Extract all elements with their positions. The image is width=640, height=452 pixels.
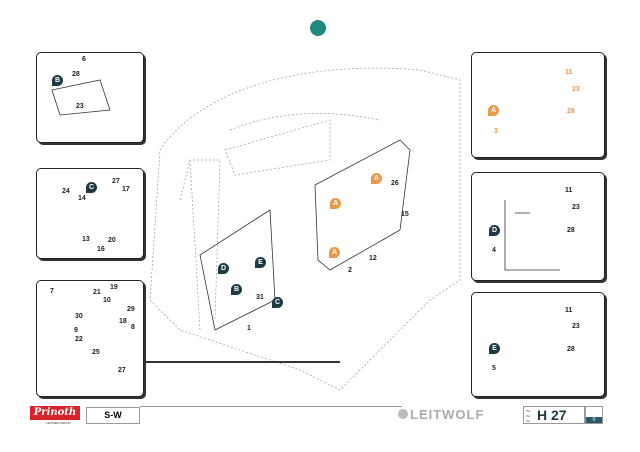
part-label: 21 (93, 289, 101, 296)
part-label: 11 (565, 187, 573, 194)
detail-panel-battery (36, 280, 144, 397)
part-label: 2 (348, 267, 352, 274)
callout-badge[interactable]: B (231, 284, 242, 295)
callout-badge[interactable]: C (86, 182, 97, 193)
part-label: 23 (572, 204, 580, 211)
revision-box: 0 (585, 406, 603, 424)
part-label: 7 (50, 288, 54, 295)
part-label: 10 (103, 297, 111, 304)
part-label: 22 (75, 336, 83, 343)
part-label: 8 (131, 324, 135, 331)
part-label: 29 (127, 306, 135, 313)
model-label: S-W (86, 407, 140, 424)
part-label: 13 (82, 236, 90, 243)
callout-badge[interactable]: A (488, 105, 499, 116)
part-label: 16 (97, 246, 105, 253)
home-icon[interactable] (310, 20, 326, 36)
part-label: 18 (119, 318, 127, 325)
part-label: 24 (62, 188, 70, 195)
page-code: H 27 (537, 407, 567, 423)
footer-divider (140, 406, 402, 407)
part-label: 28 (567, 346, 575, 353)
part-label: 12 (369, 255, 377, 262)
part-label: 11 (565, 69, 573, 76)
part-label: 5 (492, 365, 496, 372)
part-label: 3 (494, 128, 498, 135)
revision-number: 0 (586, 417, 602, 423)
callout-badge[interactable]: B (52, 75, 63, 86)
product-name: LEITWOLF (410, 407, 485, 422)
part-label: 26 (391, 180, 399, 187)
callout-badge[interactable]: A (329, 247, 340, 258)
part-label: 17 (122, 186, 130, 193)
leitwolf-emblem-icon (398, 409, 408, 419)
callout-badge[interactable]: D (218, 263, 229, 274)
part-label: 4 (492, 247, 496, 254)
part-label: 31 (256, 294, 264, 301)
prinoth-logo: Prinoth (30, 406, 80, 420)
part-label: 15 (401, 211, 409, 218)
part-label: 28 (567, 227, 575, 234)
detail-panel-b (36, 52, 144, 143)
part-label: 9 (74, 327, 78, 334)
callout-badge[interactable]: E (255, 257, 266, 268)
part-label: 1 (247, 325, 251, 332)
part-label: 6 (82, 56, 86, 63)
part-label: 11 (565, 307, 573, 314)
part-label: 14 (78, 195, 86, 202)
part-label: 23 (572, 86, 580, 93)
part-label: 28 (567, 108, 575, 115)
part-label: 23 (572, 323, 580, 330)
brand-subtitle: LEITNER GROUP (46, 421, 71, 425)
part-label: 27 (118, 367, 126, 374)
tw-label: Tw (526, 409, 530, 413)
callout-badge[interactable]: E (489, 343, 500, 354)
callout-badge[interactable]: A (371, 173, 382, 184)
part-label: 19 (110, 284, 118, 291)
part-label: 23 (76, 103, 84, 110)
part-label: 28 (72, 71, 80, 78)
part-label: 20 (108, 237, 116, 244)
tel-label: Tel (526, 414, 530, 418)
page-code-box: Tw Tel Tef H 27 (523, 406, 585, 424)
tef-label: Tef (526, 419, 531, 423)
callout-badge[interactable]: A (330, 198, 341, 209)
callout-badge[interactable]: D (489, 225, 500, 236)
callout-badge[interactable]: C (272, 297, 283, 308)
part-label: 25 (92, 349, 100, 356)
part-label: 30 (75, 313, 83, 320)
part-label: 27 (112, 178, 120, 185)
